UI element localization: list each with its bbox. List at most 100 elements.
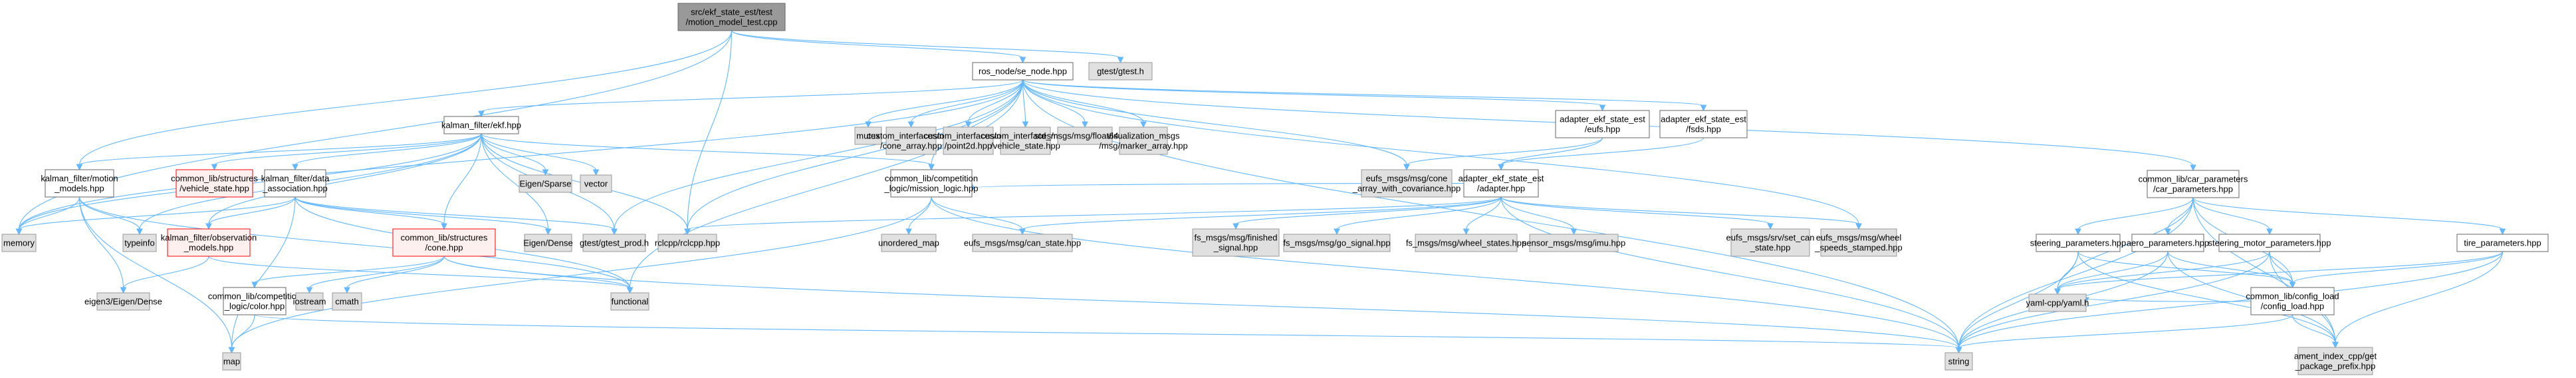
node-label: _association.hpp — [262, 184, 328, 194]
node-obs-models[interactable]: kalman_filter/observation_models.hpp — [161, 228, 257, 257]
node-color[interactable]: common_lib/competition_logic/color.hpp — [208, 287, 301, 315]
node-label: aero_parameters.hpp — [2127, 238, 2209, 248]
node-box — [2131, 234, 2204, 252]
edge-root-to-se_node — [731, 30, 1024, 59]
node-label: ros_node/se_node.hpp — [979, 67, 1067, 77]
node-label: adapter_ekf_state_est — [1661, 114, 1746, 124]
node-label: _package_prefix.hpp — [2295, 361, 2376, 371]
node-aero-params[interactable]: aero_parameters.hpp — [2127, 234, 2209, 252]
node-mission-logic[interactable]: common_lib/competition_logic/mission_log… — [884, 169, 979, 198]
arrowhead-icon — [684, 228, 691, 236]
node-steering-params[interactable]: steering_parameters.hpp — [2030, 234, 2127, 252]
edge-se_node-to-wheel_speeds — [1022, 79, 1859, 225]
edges-layer — [15, 30, 2506, 354]
edge-config_load-to-ament — [2291, 314, 2336, 343]
arrowhead-icon — [2190, 164, 2196, 172]
node-box — [1944, 352, 1973, 371]
arrowhead-icon — [1955, 347, 1962, 354]
node-motion-models[interactable]: kalman_filter/motion_models.hpp — [41, 169, 118, 198]
node-box — [890, 169, 973, 198]
edge-eufs_hpp-to-adapter — [1500, 137, 1603, 166]
node-se-node[interactable]: ros_node/se_node.hpp — [972, 62, 1074, 81]
node-label: rclcpp/rclcpp.hpp — [655, 238, 720, 248]
edge-root-to-rclcpp — [687, 30, 733, 230]
edge-color-to-map — [231, 314, 255, 349]
arrowhead-icon — [251, 282, 258, 289]
edge-config_load-to-string — [1958, 314, 2293, 349]
node-car-params[interactable]: common_lib/car_parameters/car_parameters… — [2139, 170, 2248, 198]
node-label: common_lib/structures — [171, 174, 258, 184]
edge-ekf-to-motion_models — [78, 133, 482, 166]
node-cone[interactable]: common_lib/structures/cone.hpp — [392, 228, 496, 257]
node-label: _signal.hpp — [1213, 243, 1258, 253]
node-eufs-hpp[interactable]: adapter_ekf_state_est/eufs.hpp — [1555, 110, 1650, 138]
node-label: gtest/gtest.h — [1097, 67, 1144, 77]
edge-adapter-to-imu — [1500, 196, 1575, 230]
node-box — [2218, 234, 2321, 252]
arrowhead-icon — [1022, 121, 1029, 128]
node-ament: ament_index_cpp/get_package_prefix.hpp — [2294, 347, 2377, 375]
node-box — [885, 126, 937, 155]
arrowhead-icon — [478, 110, 485, 118]
node-box — [176, 169, 253, 198]
node-box — [1, 234, 37, 252]
node-box — [1057, 126, 1113, 145]
node-config-load[interactable]: common_lib/config_load/config_load.hpp — [2246, 287, 2339, 315]
node-rclcpp: rclcpp/rclcpp.hpp — [655, 234, 720, 252]
node-marker-array: visualization_msgs/msg/marker_array.hpp — [1099, 126, 1188, 155]
node-box — [519, 174, 572, 193]
node-vehicle-state[interactable]: common_lib/structures/vehicle_state.hpp — [171, 169, 258, 198]
node-box — [2147, 170, 2240, 198]
edge-color-to-string — [254, 314, 1960, 349]
node-ekf[interactable]: kalman_filter/ekf.hpp — [441, 116, 521, 134]
edge-adapter-to-wheel_states — [1465, 196, 1502, 230]
arrowhead-icon — [592, 169, 600, 176]
arrowhead-icon — [1232, 223, 1239, 230]
node-box — [122, 234, 157, 252]
node-box — [1192, 228, 1280, 257]
node-gtest-prod: gtest/gtest_prod.h — [580, 234, 649, 252]
edge-se_node-to-fsds_hpp — [1022, 79, 1704, 106]
edge-root-to-gtest — [731, 30, 1121, 59]
node-box — [222, 352, 241, 371]
node-box — [1555, 110, 1650, 138]
arrowhead-icon — [76, 164, 83, 171]
edge-mission_logic-to-string — [931, 196, 1960, 349]
node-ci-vehicle-state: custom_interfaces/msg/vehicle_state.hpp — [981, 126, 1070, 155]
node-box — [264, 169, 326, 198]
node-box — [1119, 126, 1168, 155]
edge-steering_params-to-config_load — [2077, 251, 2293, 284]
node-root[interactable]: src/ekf_state_est/test/motion_model_test… — [677, 3, 786, 31]
node-label: _speeds_stamped.hpp — [1814, 243, 1903, 253]
node-box — [295, 292, 324, 311]
node-fsds-hpp[interactable]: adapter_ekf_state_est/fsds.hpp — [1659, 110, 1748, 138]
edge-se_node-to-rclcpp — [687, 79, 1024, 230]
node-box — [96, 292, 150, 311]
node-functional: functional — [610, 292, 649, 311]
node-wheel-speeds: eufs_msgs/msg/wheel_speeds_stamped.hpp — [1814, 228, 1903, 257]
node-box — [45, 169, 114, 198]
node-label: eufs_msgs/msg/wheel — [1816, 233, 1902, 243]
edge-steering_params-to-yaml — [2057, 251, 2079, 290]
node-label: vector — [584, 179, 608, 189]
node-box — [582, 234, 646, 252]
node-memory: memory — [1, 234, 37, 252]
node-label: Eigen/Sparse — [519, 179, 571, 189]
node-box — [972, 62, 1074, 81]
arrowhead-icon — [1463, 228, 1470, 236]
edge-tire_params-to-config_load — [2291, 251, 2504, 284]
node-adapter[interactable]: adapter_ekf_state_est/adapter.hpp — [1459, 169, 1544, 198]
node-tire-params[interactable]: tire_parameters.hpp — [2456, 234, 2549, 252]
edge-motion_models-to-map — [78, 196, 233, 349]
edge-se_node-to-gtest_prod — [614, 79, 1024, 230]
node-data-assoc[interactable]: kalman_filter/data_association.hpp — [261, 169, 330, 198]
node-box — [524, 234, 572, 252]
node-steering-motor-params[interactable]: steering_motor_parameters.hpp — [2208, 234, 2331, 252]
node-label: /adapter.hpp — [1477, 184, 1525, 194]
edge-car_params-to-string — [1958, 197, 2194, 349]
edge-steering_motor_params-to-yaml — [2057, 251, 2270, 290]
node-label: _logic/color.hpp — [224, 301, 285, 311]
node-label: eufs_msgs/msg/cone — [1366, 174, 1448, 184]
node-eigen-sparse: Eigen/Sparse — [519, 174, 572, 193]
